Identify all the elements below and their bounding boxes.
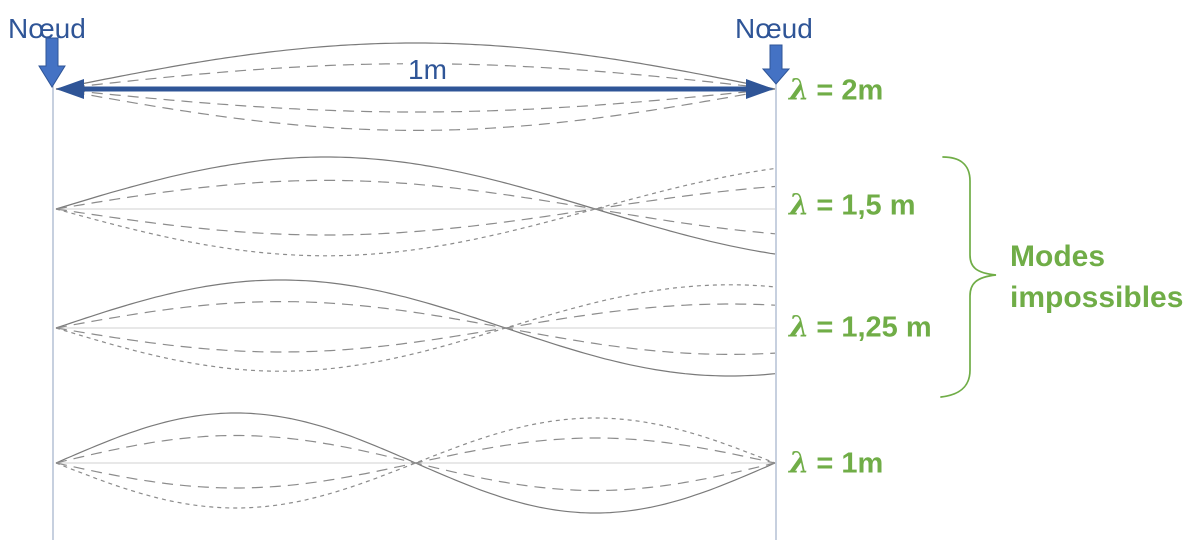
impossible-modes-brace [940,156,997,398]
length-arrow-head-left [56,79,84,99]
mode-label-2m: λ= 2m [789,73,883,108]
wave-snapshot [55,88,776,113]
impossible-modes-line2: impossibles [1010,281,1184,315]
wave-snapshot-max [55,156,776,255]
node-label-left: Nœud [8,13,86,44]
node-label-right: Nœud [735,13,813,44]
wave-modes-layer [55,42,776,514]
wave-snapshot [55,179,776,235]
length-label: 1m [403,56,452,84]
wave-snapshot [55,88,776,131]
node-down-arrow-right [761,44,791,85]
lambda-symbol: λ [789,445,810,480]
mode-label-1-5m: λ= 1,5 m [789,188,916,223]
length-arrow-head-right [746,79,774,99]
impossible-modes-line1: Modes [1010,240,1106,273]
lambda-symbol: λ [789,72,810,107]
mode-value: = 2m [816,74,884,107]
wave-snapshot [55,417,776,509]
wave-mode-lambda-1.5m [55,156,776,257]
wave-snapshot-max [55,42,776,90]
wave-mode-lambda-1m [55,412,776,514]
wave-snapshot [55,437,776,489]
wave-snapshot [55,301,776,355]
wave-snapshot-max [55,279,776,377]
wave-snapshot [55,185,776,236]
node-down-arrow-left [38,37,66,88]
mode-value: = 1,25 m [816,311,932,344]
mode-label-1m: λ= 1m [789,446,883,481]
lambda-symbol: λ [789,187,810,222]
mode-value: = 1m [816,447,884,480]
mode-label-1-25m: λ= 1,25 m [789,310,932,345]
wave-snapshot [55,303,776,353]
impossible-modes-label: Modes impossibles [1010,236,1183,319]
wave-snapshot [55,167,776,257]
lambda-symbol: λ [789,309,810,344]
wave-mode-lambda-1.25m [55,279,776,377]
mode-value: = 1,5 m [816,189,916,222]
length-arrow [56,79,774,99]
